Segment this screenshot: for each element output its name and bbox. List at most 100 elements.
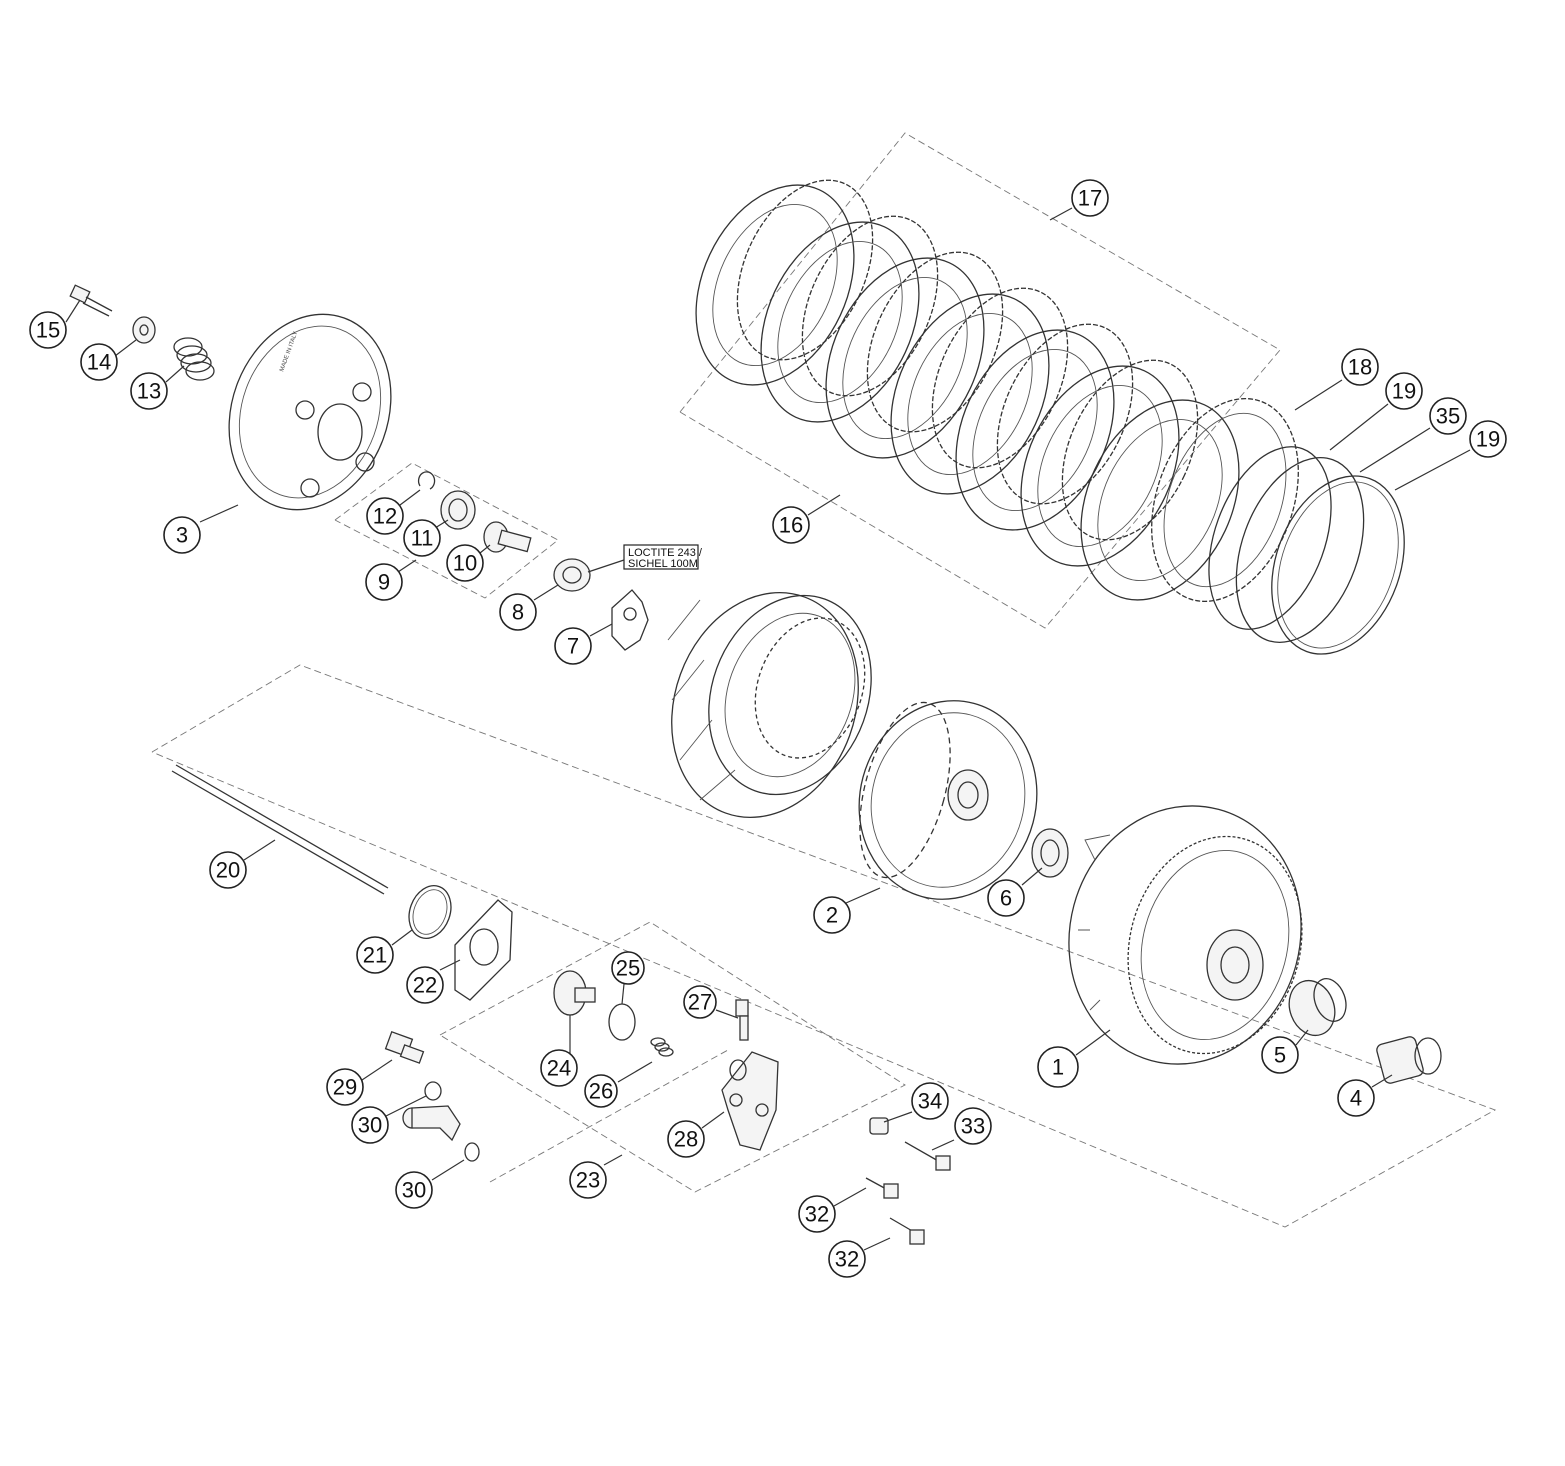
callout-label: 29 <box>333 1075 357 1100</box>
callout-19-b: 19 <box>1469 420 1507 458</box>
part-26-spring <box>650 1037 674 1057</box>
callout-label: 34 <box>918 1089 942 1114</box>
callout-label: 5 <box>1274 1043 1286 1068</box>
callout-label: 23 <box>576 1168 600 1193</box>
part-22-gasket <box>454 899 513 1001</box>
assembled-disc-pack <box>667 591 872 819</box>
callout-label: 8 <box>512 600 524 625</box>
callout-14: 14 <box>80 343 118 381</box>
callout-13: 13 <box>130 372 168 410</box>
callout-label: 32 <box>835 1247 859 1272</box>
callout-label: 27 <box>688 990 712 1015</box>
part-19-ring-b <box>1271 475 1405 655</box>
callout-label: 2 <box>826 903 838 928</box>
callout-label: 21 <box>363 943 387 968</box>
callout-label: 30 <box>402 1178 426 1203</box>
callout-9: 9 <box>365 563 403 601</box>
callout-label: 25 <box>616 956 640 981</box>
callout-24: 24 <box>540 1049 578 1087</box>
part-18-disc <box>1151 397 1299 603</box>
callout-label: 30 <box>358 1113 382 1138</box>
callout-label: 9 <box>378 570 390 595</box>
callout-32-a: 32 <box>798 1195 836 1233</box>
callout-34: 34 <box>911 1082 949 1120</box>
callout-label: 4 <box>1350 1086 1362 1111</box>
part-14-washer <box>132 316 156 344</box>
part-4-bushing <box>1376 1036 1442 1084</box>
callout-25: 25 <box>611 951 645 985</box>
callout-29: 29 <box>326 1068 364 1106</box>
callout-12: 12 <box>366 497 404 535</box>
callout-27: 27 <box>683 985 717 1019</box>
disc-pair-1 <box>695 179 874 386</box>
part-34-sleeve <box>869 1117 889 1135</box>
note-line-1: LOCTITE 243 / <box>628 547 703 559</box>
callout-8: 8 <box>499 593 537 631</box>
part-6-thrust-washer <box>1031 828 1069 878</box>
callout-3: 3 <box>163 516 201 554</box>
part-5-needle-cage <box>1288 978 1347 1037</box>
part-10-pushrod-piece <box>483 521 532 553</box>
callout-label: 14 <box>87 350 111 375</box>
callout-28: 28 <box>667 1120 705 1158</box>
part-30-washer-b <box>464 1142 480 1162</box>
callout-6: 6 <box>987 879 1025 917</box>
callout-30-b: 30 <box>395 1171 433 1209</box>
part-33-bolt <box>904 1141 951 1171</box>
callout-label: 15 <box>36 318 60 343</box>
banjo-fitting <box>402 1105 461 1142</box>
callout-label: 13 <box>137 379 161 404</box>
callout-label: 32 <box>805 1202 829 1227</box>
callout-22: 22 <box>406 966 444 1004</box>
callout-label: 19 <box>1476 427 1500 452</box>
callout-18: 18 <box>1341 348 1379 386</box>
callout-label: 16 <box>779 513 803 538</box>
callout-5: 5 <box>1261 1036 1299 1074</box>
disc-pair-5 <box>955 323 1134 531</box>
part-13-spring <box>173 337 215 381</box>
part-11-needle-bearing <box>440 490 476 530</box>
part-7-lock-washer <box>611 589 649 651</box>
callout-label: 22 <box>413 973 437 998</box>
callout-label: 35 <box>1436 404 1460 429</box>
part-3-pressure-plate: MADE IN ITALY <box>228 313 392 511</box>
callout-label: 12 <box>373 504 397 529</box>
part-20-push-rod <box>171 764 389 895</box>
callout-32-b: 32 <box>828 1240 866 1278</box>
part-32-bolt-b <box>889 1217 925 1245</box>
part-12-circlip <box>417 471 436 490</box>
disc-pair-7 <box>1080 399 1240 601</box>
callout-label: 19 <box>1392 379 1416 404</box>
part-21-o-ring <box>408 885 452 939</box>
callout-label: 17 <box>1078 186 1102 211</box>
part-15-bolt <box>69 284 113 317</box>
callout-4: 4 <box>1337 1079 1375 1117</box>
plate-marking-text: MADE IN ITALY <box>279 331 299 373</box>
callout-30-a: 30 <box>351 1106 389 1144</box>
part-19-ring-a <box>1208 446 1332 630</box>
part-32-bolt-a <box>865 1177 899 1199</box>
assembly-frames <box>151 132 1497 1228</box>
part-8-nut <box>553 558 591 592</box>
callout-label: 7 <box>567 634 579 659</box>
callout-19-a: 19 <box>1385 372 1423 410</box>
callout-label: 28 <box>674 1127 698 1152</box>
part-28-slave-cylinder <box>721 1051 779 1151</box>
disc-pair-6 <box>1020 359 1199 567</box>
loctite-note: LOCTITE 243 / SICHEL 100M <box>587 544 703 573</box>
callout-33: 33 <box>954 1107 992 1145</box>
callout-16: 16 <box>772 506 810 544</box>
callout-label: 26 <box>589 1079 613 1104</box>
note-line-2: SICHEL 100M <box>628 558 698 570</box>
callout-label: 11 <box>411 526 434 551</box>
callout-21: 21 <box>356 936 394 974</box>
part-27-bleeder-valve <box>735 999 749 1041</box>
callout-label: 6 <box>1000 886 1012 911</box>
leader-lines <box>65 207 1471 1251</box>
callout-7: 7 <box>554 627 592 665</box>
callout-11: 11 <box>403 519 441 557</box>
part-29-banjo-bolt <box>384 1030 425 1064</box>
callout-label: 20 <box>216 858 240 883</box>
callout-label: 10 <box>453 551 477 576</box>
